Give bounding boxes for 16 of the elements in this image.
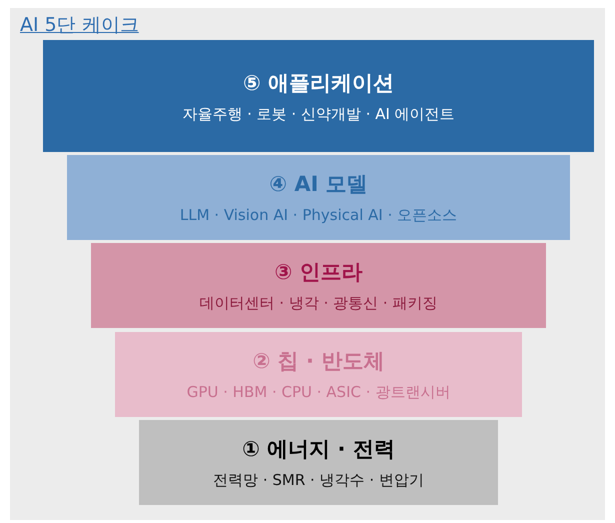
diagram-title: AI 5단 케이크 [20, 14, 139, 36]
layer-band [91, 243, 546, 328]
layer-heading: ④ AI 모델 [269, 171, 368, 198]
layer-heading: ② 칩 · 반도체 [252, 348, 384, 375]
layer-band [43, 40, 594, 152]
layer-band [115, 332, 522, 417]
layer-items: 데이터센터 · 냉각 · 광통신 · 패키징 [200, 294, 438, 313]
layer-band [67, 155, 570, 240]
layer-items: GPU · HBM · CPU · ASIC · 광트랜시버 [186, 383, 450, 402]
layer-heading: ③ 인프라 [274, 259, 363, 286]
layer-items: 전력망 · SMR · 냉각수 · 변압기 [213, 471, 424, 490]
layer-band [139, 420, 498, 505]
layer-items: 자율주행 · 로봇 · 신약개발 · AI 에이전트 [182, 104, 455, 124]
layer-heading: ① 에너지 · 전력 [242, 436, 395, 463]
layer-heading: ⑤ 애플리케이션 [242, 70, 394, 96]
layer-items: LLM · Vision AI · Physical AI · 오픈소스 [180, 206, 458, 225]
